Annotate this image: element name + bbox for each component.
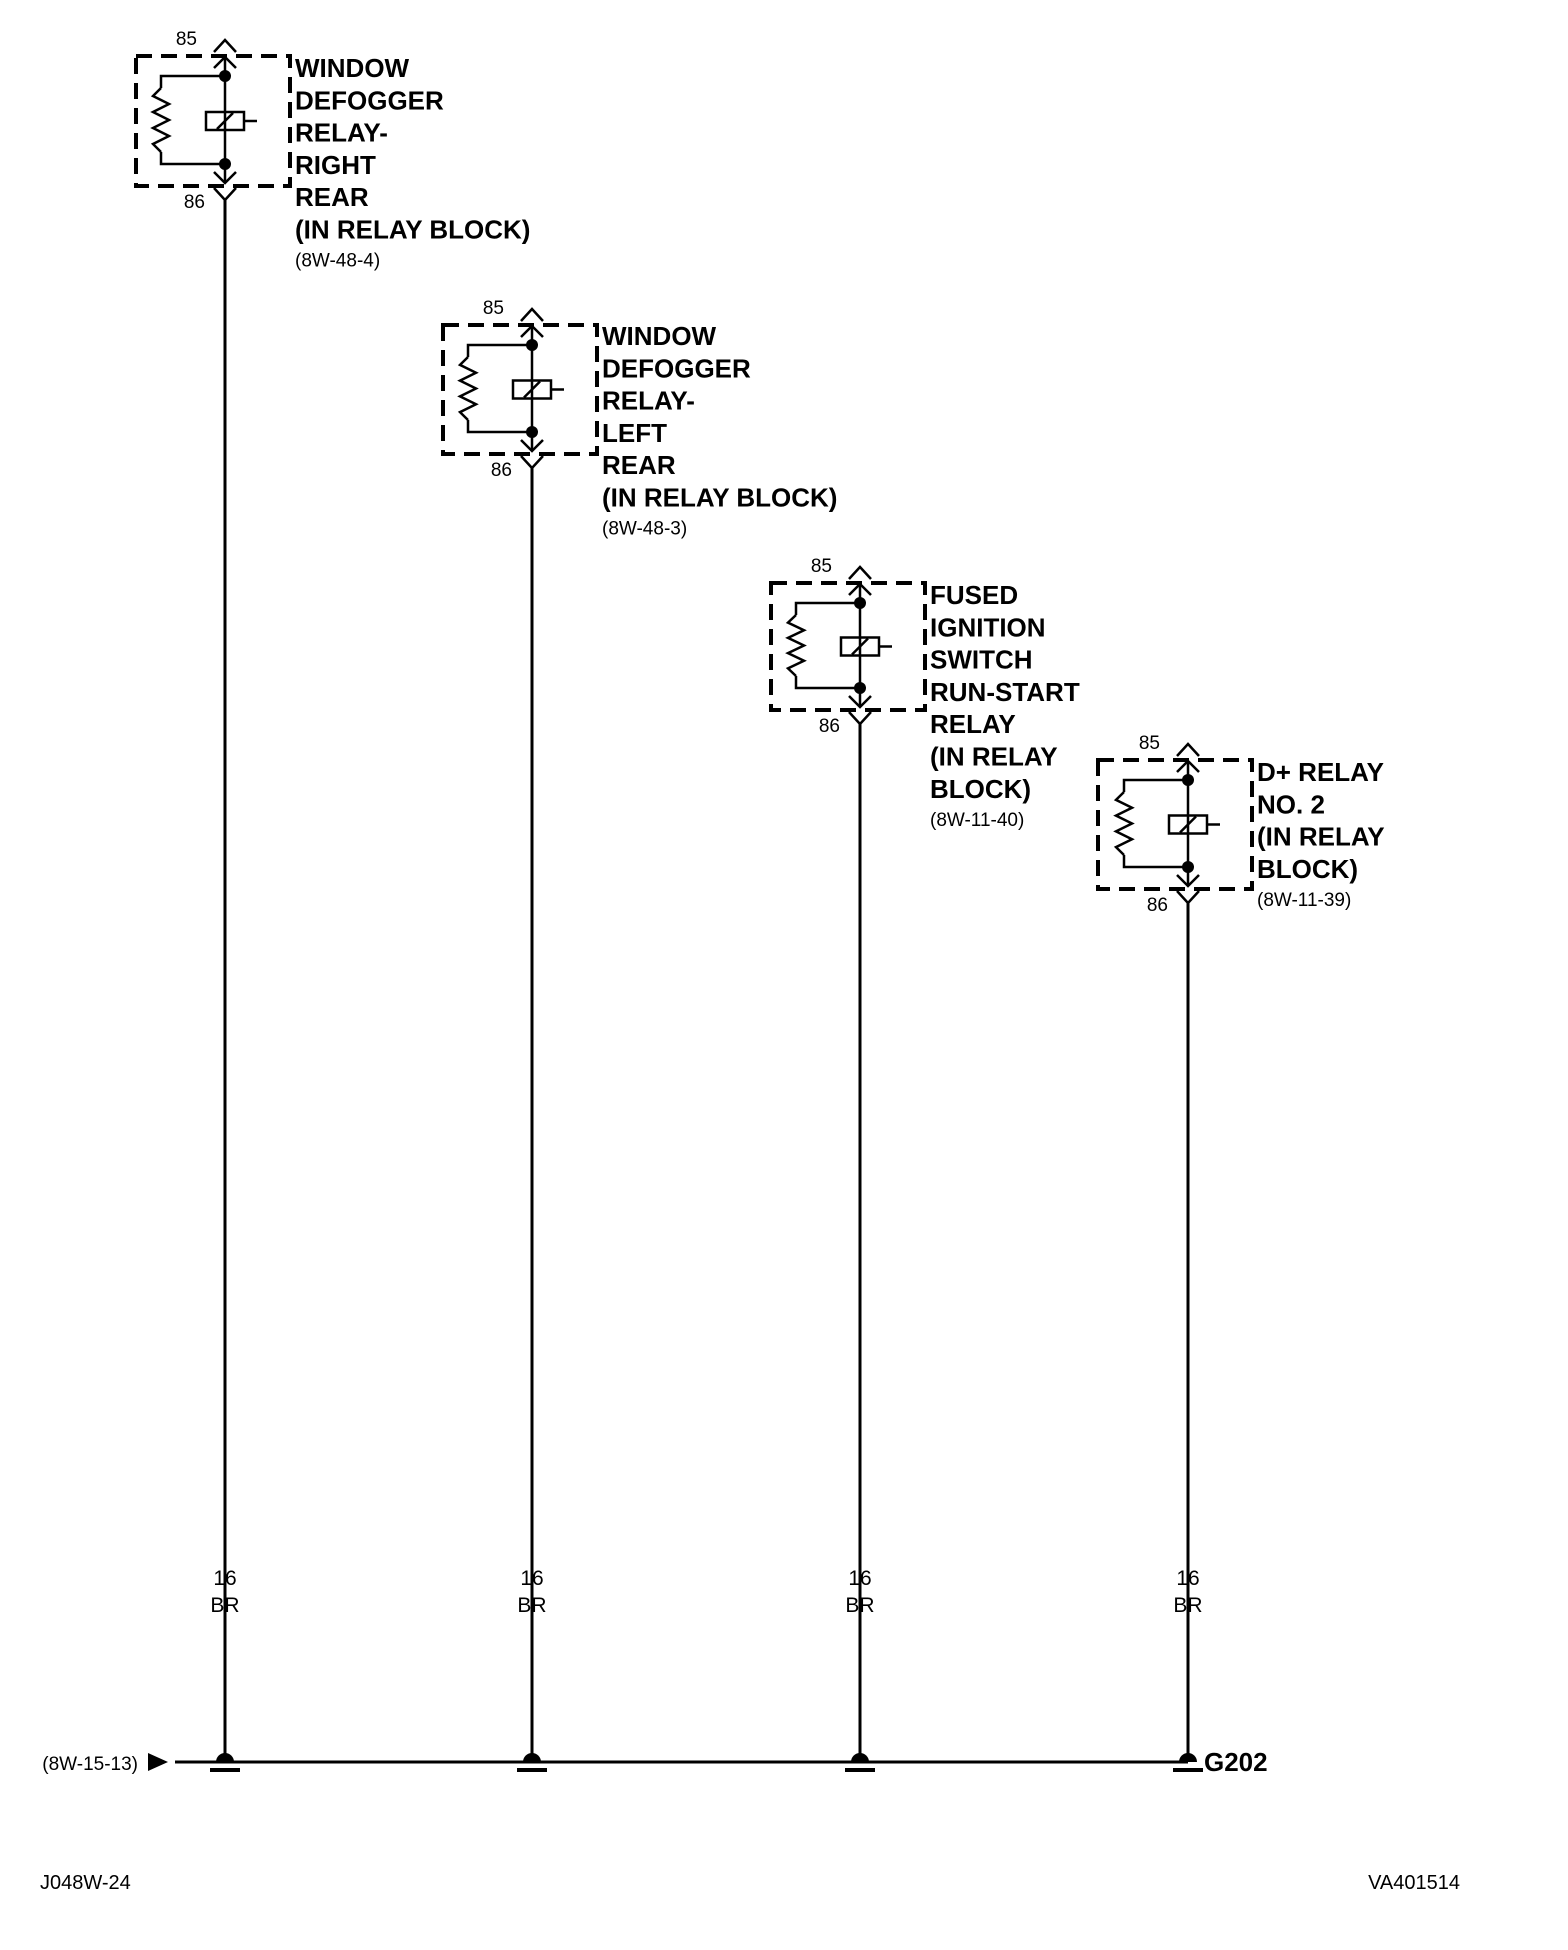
- relay-name-line: RELAY-: [602, 386, 695, 416]
- relay-box: [441, 323, 599, 456]
- pin-85-label: 85: [811, 556, 832, 577]
- connector-85-icon: [520, 307, 544, 322]
- wire-color-label: BR: [517, 1594, 546, 1617]
- relay-name-line: (IN RELAY: [1257, 822, 1385, 852]
- ground-splice-icon: [523, 1753, 541, 1762]
- figure-id-left: J048W-24: [40, 1872, 131, 1894]
- pin-85-label: 85: [176, 29, 197, 50]
- resistor-lead: [1122, 855, 1188, 869]
- connector-86-inner-icon: [848, 695, 872, 709]
- resistor-lead: [466, 343, 532, 357]
- ground-label: G202: [1204, 1747, 1268, 1777]
- connector-85-icon: [848, 565, 872, 580]
- wire-gauge-label: 16: [848, 1567, 871, 1590]
- relay-box: [134, 54, 292, 188]
- relay-name-line: WINDOW: [295, 53, 410, 83]
- pin-86-label: 86: [184, 192, 205, 213]
- relay-reference: (8W-11-39): [1257, 890, 1351, 911]
- relay-name-line: DEFOGGER: [602, 353, 751, 383]
- connector-85-inner-icon: [213, 55, 237, 69]
- resistor-lead: [1122, 778, 1188, 792]
- pin-86-label: 86: [1147, 895, 1168, 916]
- pin-86-label: 86: [819, 716, 840, 737]
- relay-name-line: (IN RELAY BLOCK): [295, 215, 530, 245]
- relay-name-line: RELAY: [930, 709, 1016, 739]
- resistor-lead: [466, 420, 532, 434]
- connector-86-icon: [1176, 890, 1200, 905]
- relay-name-line: RUN-START: [930, 677, 1080, 707]
- relay-name-line: REAR: [295, 182, 369, 212]
- resistor-lead: [159, 152, 225, 166]
- relay-name-line: BLOCK): [930, 774, 1031, 804]
- relay-name-line: WINDOW: [602, 321, 717, 351]
- ground-splice-icon: [1179, 1753, 1197, 1762]
- resistor-icon: [457, 356, 479, 421]
- relay-name-line: IGNITION: [930, 612, 1046, 642]
- connector-85-inner-icon: [520, 324, 544, 338]
- relay-name-line: LEFT: [602, 418, 667, 448]
- relay-3: 85 86 FUSEDIGNITIONSWITCHRUN-STARTRELAY(IN…: [769, 556, 1080, 1772]
- relay-name-line: (IN RELAY: [930, 742, 1058, 772]
- connector-86-inner-icon: [213, 171, 237, 185]
- relay-name-line: D+ RELAY: [1257, 757, 1384, 787]
- ground-splice-icon: [216, 1753, 234, 1762]
- connector-86-icon: [213, 187, 237, 202]
- connector-85-inner-icon: [848, 582, 872, 596]
- relay-name-line: DEFOGGER: [295, 85, 444, 115]
- connector-86-inner-icon: [1176, 874, 1200, 888]
- connector-86-icon: [848, 711, 872, 726]
- relay-name-line: SWITCH: [930, 645, 1033, 675]
- relay-coil-slash: [1179, 815, 1197, 834]
- relay-reference: (8W-11-40): [930, 810, 1024, 831]
- wire-color-label: BR: [1173, 1594, 1202, 1617]
- relay-name-line: BLOCK): [1257, 854, 1358, 884]
- resistor-lead: [794, 676, 860, 690]
- resistor-icon: [785, 614, 807, 677]
- wire-gauge-label: 16: [520, 1567, 543, 1590]
- wire-color-label: BR: [210, 1594, 239, 1617]
- resistor-lead: [794, 601, 860, 615]
- ground-in-reference: (8W-15-13): [42, 1754, 138, 1775]
- pin-85-label: 85: [483, 298, 504, 319]
- relay-name-line: REAR: [602, 450, 676, 480]
- relay-box: [1096, 758, 1254, 891]
- resistor-lead: [159, 74, 225, 88]
- resistor-icon: [1113, 791, 1135, 856]
- connector-86-icon: [520, 455, 544, 470]
- ground-splice-icon: [851, 1753, 869, 1762]
- relay-name-line: (IN RELAY BLOCK): [602, 483, 837, 513]
- relay-name-line: RELAY-: [295, 118, 388, 148]
- relay-coil-slash: [523, 380, 541, 399]
- relay-name-line: FUSED: [930, 580, 1018, 610]
- relay-name-line: NO. 2: [1257, 789, 1325, 819]
- connector-85-icon: [1176, 742, 1200, 757]
- resistor-icon: [150, 87, 172, 153]
- figure-id-right: VA401514: [1368, 1872, 1460, 1894]
- relay-reference: (8W-48-3): [602, 519, 687, 540]
- wire-gauge-label: 16: [1176, 1567, 1199, 1590]
- wire-color-label: BR: [845, 1594, 874, 1617]
- arrow-right-icon: [148, 1753, 168, 1771]
- connector-85-icon: [213, 38, 237, 53]
- pin-85-label: 85: [1139, 733, 1160, 754]
- relay-reference: (8W-48-4): [295, 251, 380, 272]
- relay-coil-slash: [851, 637, 869, 656]
- relay-box: [769, 581, 927, 712]
- pin-86-label: 86: [491, 460, 512, 481]
- relay-name-line: RIGHT: [295, 150, 376, 180]
- connector-85-inner-icon: [1176, 759, 1200, 773]
- relay-coil-slash: [216, 112, 234, 130]
- connector-86-inner-icon: [520, 439, 544, 453]
- wire-gauge-label: 16: [213, 1567, 236, 1590]
